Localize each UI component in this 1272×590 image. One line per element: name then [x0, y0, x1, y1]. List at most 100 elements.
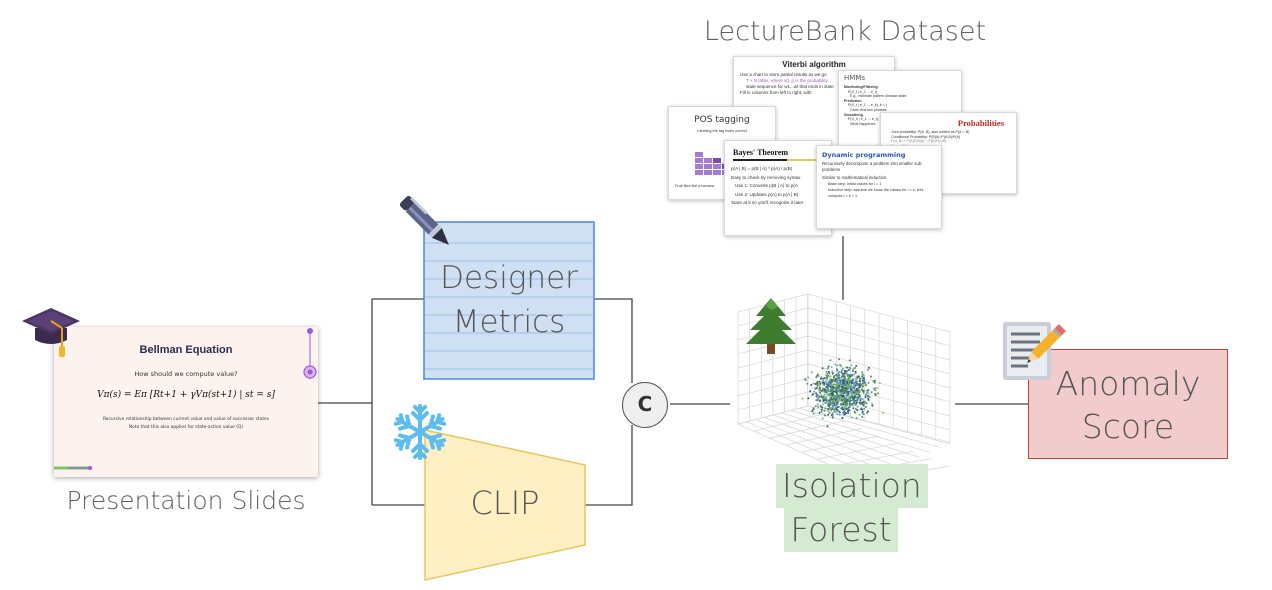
scatter-point [818, 385, 821, 388]
scatter-point [832, 378, 835, 381]
scatter-point [862, 390, 865, 393]
scatter-point [859, 377, 861, 380]
scatter-point [858, 394, 861, 397]
slide-dp-title: Dynamic programming [822, 151, 906, 159]
slide-text: What happened [850, 121, 876, 126]
scatter-point [878, 382, 881, 385]
scatter-point [844, 375, 847, 378]
scatter-point [822, 380, 824, 382]
scatter-point [833, 374, 836, 377]
scatter-point [847, 369, 850, 371]
slide-text: Recursively decompose a problem into sma… [822, 161, 923, 172]
scatter-point [836, 377, 839, 380]
scatter-point [823, 384, 826, 387]
scatter-point [836, 368, 838, 371]
scatter-point [838, 374, 841, 377]
scatter-point [833, 401, 836, 404]
scatter-point [833, 398, 836, 401]
tree-icon [746, 298, 796, 354]
scatter-point [858, 380, 861, 382]
scatter-point [844, 398, 847, 401]
scatter-point [820, 376, 823, 379]
scatter-point [867, 395, 869, 397]
scatter-point [807, 376, 810, 379]
scatter-point [845, 404, 848, 407]
scatter-point [830, 366, 833, 368]
scatter-point [817, 375, 820, 377]
slide-bayes-title: Bayes' Theorem [733, 148, 789, 157]
scatter-point [843, 369, 846, 372]
scatter-point [848, 380, 851, 382]
scatter-point [834, 406, 837, 409]
scatter-point [842, 408, 845, 411]
scatter-point [858, 386, 861, 389]
designer-line-2: Metrics [452, 304, 566, 340]
scatter-point [842, 389, 845, 392]
scatter-point [838, 371, 840, 373]
slide-text: state sequence for w1...wt that ends in … [746, 84, 834, 89]
scatter-point [864, 382, 867, 385]
scatter-point [831, 384, 834, 387]
scatter-point [852, 398, 855, 401]
scatter-point [810, 371, 813, 374]
scatter-point [833, 396, 836, 399]
scatter-point [876, 392, 879, 395]
scatter-point [836, 408, 838, 411]
scatter-point [843, 372, 846, 375]
scatter-point [836, 410, 839, 413]
scatter-point [814, 405, 817, 408]
scatter-point [849, 375, 852, 377]
scatter-point [849, 384, 852, 387]
scatter-point [838, 384, 841, 387]
scatter-point [807, 397, 810, 400]
scatter-point [828, 395, 831, 397]
scatter-point [846, 366, 849, 369]
scatter-point [865, 402, 868, 405]
scatter-point [828, 406, 831, 409]
scatter-point [836, 382, 839, 385]
scatter-point [839, 379, 842, 382]
scatter-point [829, 378, 832, 380]
slide-text: Fill in columns from left to right, with [740, 90, 812, 95]
scatter-point [856, 409, 859, 412]
scatter-point [830, 392, 833, 395]
scatter-point [836, 403, 838, 406]
scatter-point [861, 377, 864, 379]
scatter-point [855, 399, 858, 402]
scatter-point [855, 417, 858, 420]
scatter-point [855, 365, 858, 367]
scatter-point [831, 371, 834, 374]
scatter-point [827, 387, 830, 390]
scatter-point [843, 387, 846, 390]
scatter-point [858, 401, 861, 404]
scatter-point [852, 403, 854, 406]
scatter-point [842, 381, 845, 384]
scatter-point [852, 368, 855, 371]
scatter-point [874, 394, 877, 397]
scatter-point [854, 395, 857, 398]
scatter-point [839, 389, 842, 392]
scatter-point [854, 402, 857, 405]
scatter-point [821, 389, 824, 392]
scatter-point [828, 372, 831, 375]
scatter-point [850, 382, 853, 385]
slide-text: Inductive step: assume we know the value… [828, 188, 924, 198]
scatter-point [861, 410, 864, 413]
scatter-point [822, 387, 825, 390]
scatter-point [873, 381, 876, 384]
slide-text: Conditional Probability: P(B|A)=P(A,B)/P… [891, 134, 961, 139]
scatter-point [861, 373, 864, 376]
slide-text: P(X_t | e_1 ... e_t) [848, 89, 878, 94]
scatter-point [820, 396, 823, 398]
pen-icon [399, 195, 449, 245]
scatter-point [861, 386, 864, 389]
scatter-point [828, 397, 831, 400]
scatter-point [848, 409, 851, 412]
scatter-point [850, 391, 853, 394]
scatter-point [872, 380, 875, 383]
scatter-point [831, 400, 834, 403]
scatter-point [876, 387, 879, 390]
presentation-label: Presentation Slides [66, 486, 306, 515]
scatter-point [866, 390, 869, 393]
scatter-point [810, 384, 813, 386]
